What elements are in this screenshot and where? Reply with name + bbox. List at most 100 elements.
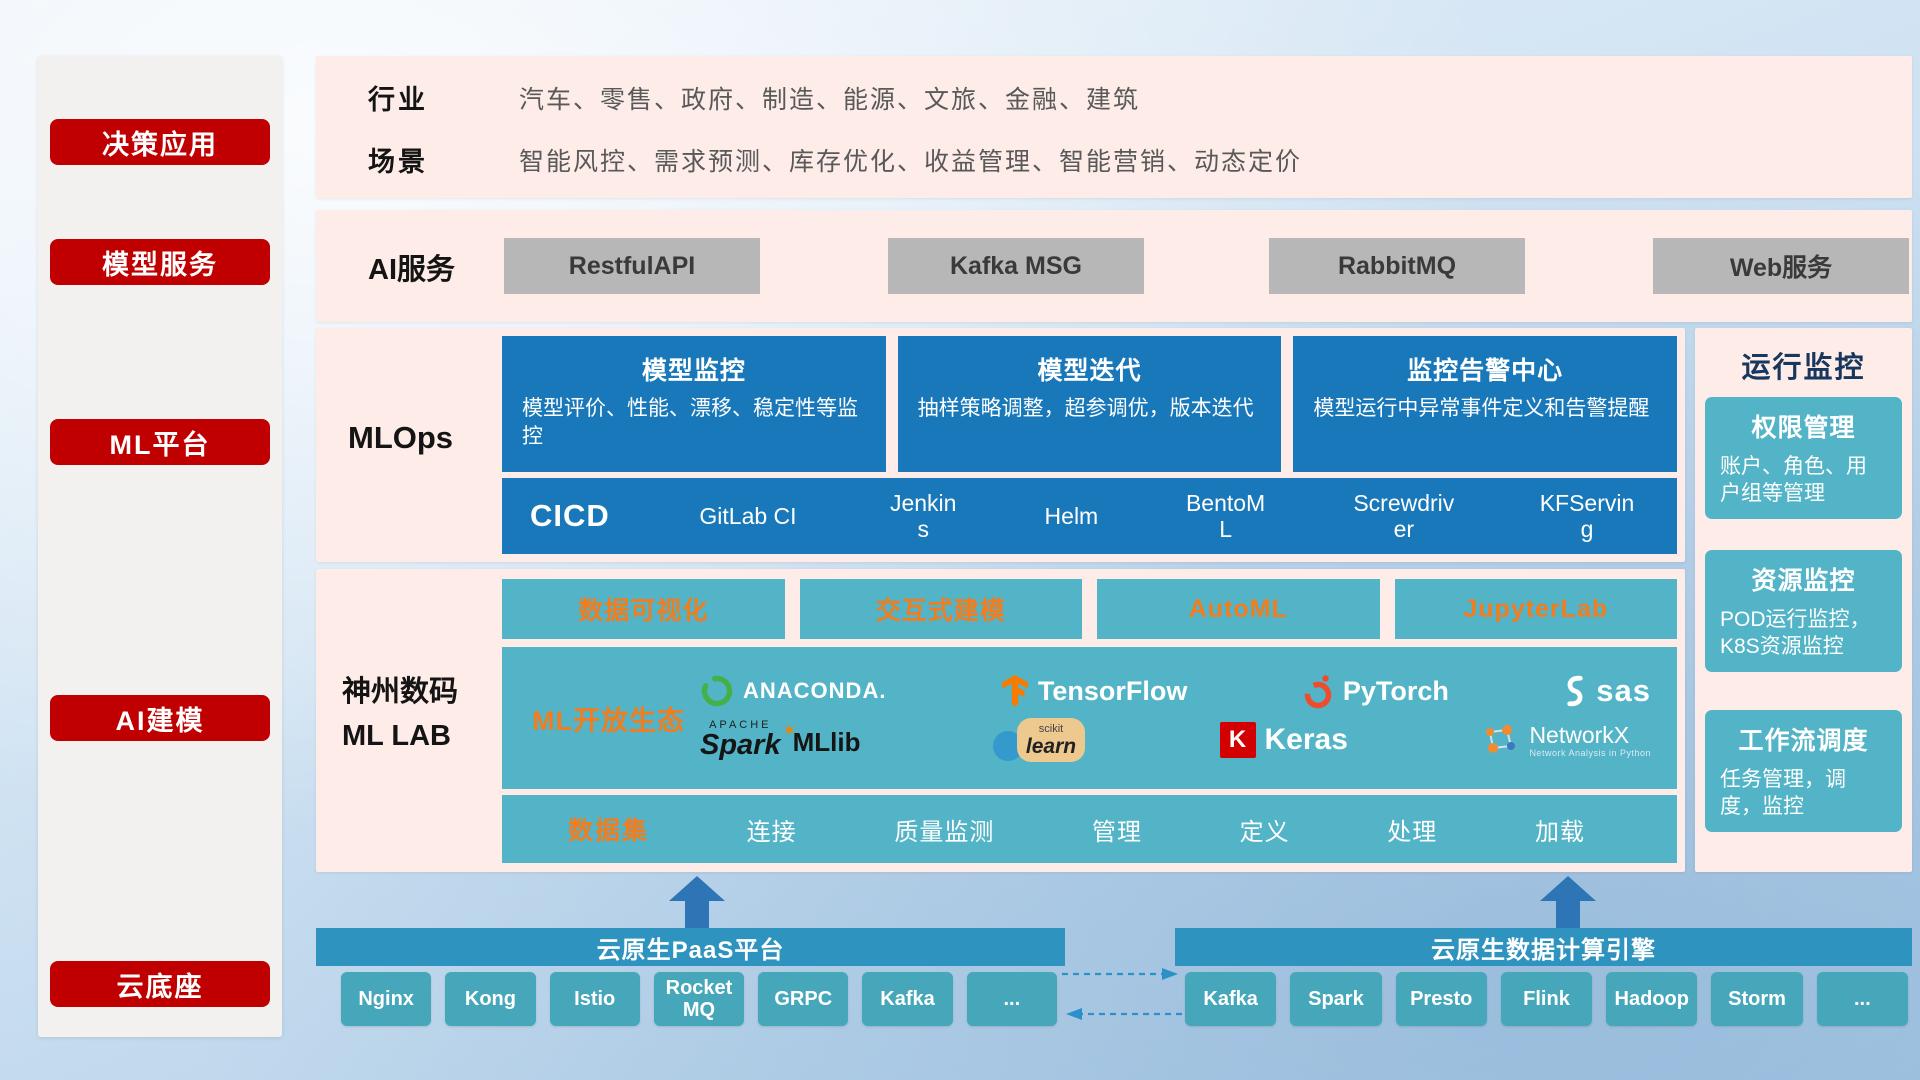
service-chip-kafka-msg: Kafka MSG xyxy=(888,238,1144,294)
cicd-item-helm: Helm xyxy=(1044,502,1099,529)
chip-kafka: Kafka xyxy=(862,972,953,1026)
service-chip-web: Web服务 xyxy=(1653,238,1909,294)
card-title: 资源监控 xyxy=(1751,567,1856,595)
card-model-monitoring: 模型监控 模型评价、性能、漂移、稳定性等监控 xyxy=(502,336,886,472)
cicd-item-bentoml: BentoML xyxy=(1185,489,1266,542)
pytorch-label: PyTorch xyxy=(1342,675,1449,706)
pytorch-icon xyxy=(1304,675,1332,709)
mllab-tools-row: 数据可视化 交互式建模 AutoML JupyterLab xyxy=(502,579,1677,639)
card-desc: POD运行监控，K8S资源监控 xyxy=(1720,608,1871,659)
scikit-learn-logo: scikit learn xyxy=(993,717,1087,763)
cicd-item-screwdriver: Screwdriver xyxy=(1353,489,1455,542)
mlops-cards: 模型监控 模型评价、性能、漂移、稳定性等监控 模型迭代 抽样策略调整，超参调优，… xyxy=(502,336,1678,472)
card-desc: 抽样策略调整，超参调优，版本迭代 xyxy=(917,397,1254,420)
card-desc: 账户、角色、用户组等管理 xyxy=(1720,455,1867,506)
anaconda-label: ANACONDA. xyxy=(743,678,887,703)
pytorch-logo: PyTorch xyxy=(1302,673,1449,709)
cicd-item-jenkins: Jenkins xyxy=(889,489,957,542)
ml-open-ecosystem-box: ML开放生态 ANACONDA. TensorFlow xyxy=(502,647,1677,789)
card-alert-center: 监控告警中心 模型运行中异常事件定义和告警提醒 xyxy=(1293,336,1678,472)
engine-chips-row: Kafka Spark Presto Flink Hadoop Storm ..… xyxy=(1185,972,1908,1026)
dataset-item-define: 定义 xyxy=(1239,818,1290,846)
paas-platform-bar: 云原生PaaS平台 xyxy=(316,928,1065,966)
spark-mllib-logo: APACHE Spark ✶ MLlib xyxy=(700,720,860,760)
apache-label: APACHE xyxy=(709,719,772,731)
ecosystem-logos: ANACONDA. TensorFlow PyTorch xyxy=(700,673,1677,763)
chip-flink: Flink xyxy=(1500,972,1593,1026)
dataset-item-load: 加载 xyxy=(1534,818,1585,846)
logos-row-2: APACHE Spark ✶ MLlib scikit learn xyxy=(700,717,1651,763)
keras-k-icon: K xyxy=(1219,722,1256,758)
mllab-label: 神州数码 ML LAB xyxy=(342,671,458,758)
dataset-label: 数据集 xyxy=(568,817,650,845)
cicd-label: CICD xyxy=(530,498,610,533)
chip-presto: Presto xyxy=(1395,972,1487,1026)
spark-text: Spark xyxy=(700,729,781,761)
mllab-label-line2: ML LAB xyxy=(342,719,452,752)
ecosystem-label: ML开放生态 xyxy=(532,705,685,736)
scikit-label: scikit xyxy=(1038,722,1064,735)
anaconda-logo: ANACONDA. xyxy=(700,674,886,708)
networkx-wordmark: NetworkX Network Analysis in Python xyxy=(1529,722,1651,759)
industry-label: 行业 xyxy=(368,85,428,115)
sas-icon xyxy=(1567,675,1583,707)
spark-label: Spark ✶ xyxy=(700,722,797,761)
mllib-label: MLlib xyxy=(792,727,861,757)
card-desc: 模型评价、性能、漂移、稳定性等监控 xyxy=(522,397,858,449)
spark-star-icon: ✶ xyxy=(782,721,797,740)
data-engine-bar: 云原生数据计算引擎 xyxy=(1175,928,1912,966)
keras-logo: K Keras xyxy=(1219,722,1348,758)
card-workflow-scheduling: 工作流调度 任务管理，调度，监控 xyxy=(1705,710,1902,832)
cicd-bar: CICD GitLab CI Jenkins Helm BentoML Scre… xyxy=(502,478,1677,554)
rail-item-ai-modeling: AI建模 xyxy=(50,695,270,741)
chip-nginx: Nginx xyxy=(341,972,432,1026)
tensorflow-icon xyxy=(1002,675,1028,707)
chip-kafka-engine: Kafka xyxy=(1185,972,1277,1026)
cicd-item-kfserving: KFServing xyxy=(1539,489,1635,542)
industry-list: 汽车、零售、政府、制造、能源、文旅、金融、建筑 xyxy=(519,85,1141,114)
mllab-panel: 神州数码 ML LAB 数据可视化 交互式建模 AutoML JupyterLa… xyxy=(316,569,1685,872)
chip-hadoop: Hadoop xyxy=(1606,972,1698,1026)
chip-istio: Istio xyxy=(549,972,640,1026)
card-title: 权限管理 xyxy=(1751,414,1856,442)
chip-grpc: GRPC xyxy=(758,972,849,1026)
anaconda-icon xyxy=(701,675,733,707)
mllab-label-line1: 神州数码 xyxy=(342,676,459,708)
chip-kong: Kong xyxy=(445,972,536,1026)
card-desc: 任务管理，调度，监控 xyxy=(1720,768,1846,819)
tool-automl: AutoML xyxy=(1097,579,1380,639)
card-resource-monitor: 资源监控 POD运行监控，K8S资源监控 xyxy=(1705,550,1902,672)
ai-service-panel: AI服务 RestfulAPI Kafka MSG RabbitMQ Web服务 xyxy=(316,210,1912,322)
scene-label: 场景 xyxy=(368,147,428,177)
scene-list: 智能风控、需求预测、库存优化、收益管理、智能营销、动态定价 xyxy=(519,147,1303,176)
tensorflow-label: TensorFlow xyxy=(1037,675,1188,706)
rail-item-model-service: 模型服务 xyxy=(50,239,270,285)
networkx-icon xyxy=(1486,725,1516,753)
chip-spark: Spark xyxy=(1290,972,1382,1026)
tensorflow-logo: TensorFlow xyxy=(1001,675,1188,707)
card-desc: 模型运行中异常事件定义和告警提醒 xyxy=(1313,397,1650,420)
tool-interactive-modeling: 交互式建模 xyxy=(799,579,1082,639)
chip-rocketmq: RocketMQ xyxy=(653,972,745,1026)
runtime-monitor-title: 运行监控 xyxy=(1741,352,1866,384)
tool-data-visualization: 数据可视化 xyxy=(502,579,785,639)
spark-wordmark: APACHE Spark ✶ xyxy=(700,719,797,761)
networkx-subtitle: Network Analysis in Python xyxy=(1529,748,1651,759)
dataset-item-process: 处理 xyxy=(1387,818,1438,846)
card-title: 工作流调度 xyxy=(1738,727,1869,755)
dataset-item-manage: 管理 xyxy=(1091,818,1142,846)
card-model-iteration: 模型迭代 抽样策略调整，超参调优，版本迭代 xyxy=(897,336,1282,472)
keras-label: Keras xyxy=(1264,723,1348,756)
sas-logo: sas xyxy=(1563,673,1651,709)
left-rail: 决策应用 模型服务 ML平台 AI建模 云底座 xyxy=(38,56,282,1037)
up-arrow-engine xyxy=(1540,876,1596,928)
service-chip-restfulapi: RestfulAPI xyxy=(504,238,760,294)
up-arrow-paas xyxy=(669,876,725,928)
service-chip-rabbitmq: RabbitMQ xyxy=(1269,238,1525,294)
dataset-bar: 数据集 连接 质量监测 管理 定义 处理 加载 xyxy=(502,795,1677,863)
logos-row-1: ANACONDA. TensorFlow PyTorch xyxy=(700,673,1651,709)
networkx-logo: NetworkX Network Analysis in Python xyxy=(1480,722,1651,759)
networkx-label: NetworkX xyxy=(1529,721,1630,748)
tool-jupyterlab: JupyterLab xyxy=(1394,579,1677,639)
